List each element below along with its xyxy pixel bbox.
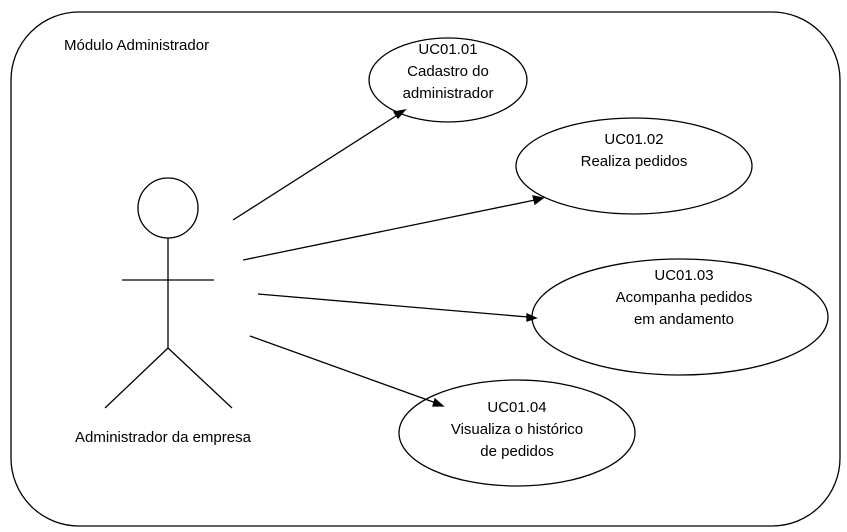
use-case-ellipse-uc0101 [368,37,528,123]
association-arrowhead-uc0102 [532,195,545,206]
association-arrowhead-uc0103 [526,312,538,322]
use-case-text: Cadastro do [407,63,489,80]
use-case-id: UC01.04 [487,399,547,416]
use-case-text: Realiza pedidos [580,153,688,170]
use-case-id: UC01.03 [654,267,714,284]
actor-right-leg [167,347,233,409]
system-boundary-label: Módulo Administrador [64,37,210,54]
use-case-uc0102: UC01.02 Realiza pedidos [534,129,734,173]
use-case-id: UC01.01 [418,41,478,58]
actor-figure [104,177,233,409]
actor-label: Administrador da empresa [75,429,251,446]
use-case-id: UC01.02 [604,131,664,148]
association-arrowhead-uc0101 [392,109,407,120]
system-boundary [10,11,841,527]
use-case-ellipse-uc0104 [398,379,636,487]
use-case-ellipse-uc0102 [515,117,753,215]
use-case-text: Visualiza o histórico [450,421,584,438]
association-line-uc0103 [257,293,529,318]
use-case-uc0103: UC01.03 Acompanha pedidos em andamento [574,265,794,331]
use-case-text: de pedidos [480,443,554,460]
use-case-uc0101: UC01.01 Cadastro do administrador [368,39,528,105]
actor-head [137,177,199,239]
use-case-text: Acompanha pedidos [615,289,753,306]
actor-left-leg [104,347,169,409]
association-arrowhead-uc0104 [432,397,445,407]
association-line-uc0102 [242,199,536,261]
association-line-uc0104 [249,335,437,404]
use-case-uc0104: UC01.04 Visualiza o histórico de pedidos [432,397,602,463]
use-case-text: administrador [402,85,494,102]
use-case-text: em andamento [633,311,735,328]
association-line-uc0101 [232,113,400,221]
